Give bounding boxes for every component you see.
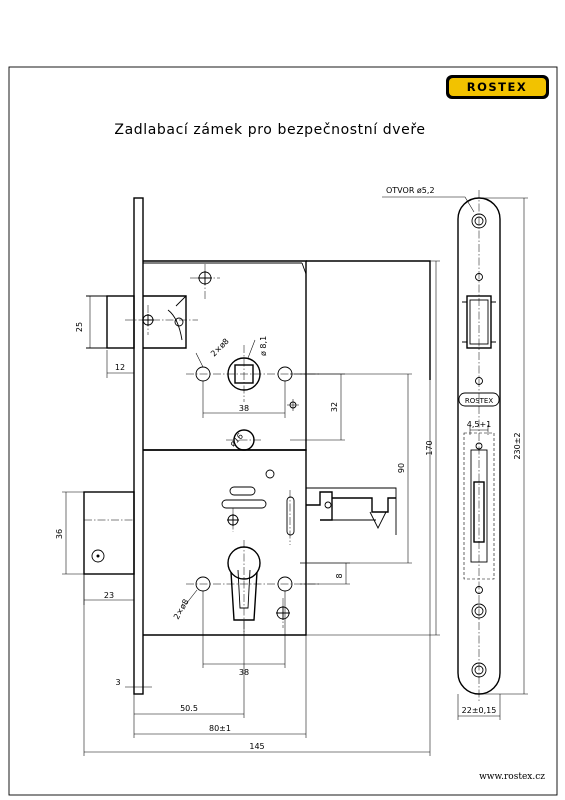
forend-strip: [133, 197, 144, 695]
dim-2x8-bottom: 2×ø8: [172, 598, 191, 621]
dim-16: ø16: [228, 431, 245, 448]
drawing-border: [8, 66, 558, 796]
website: www.rostex.cz: [479, 772, 545, 782]
deadbolt: [83, 491, 135, 575]
dim-3: 3: [115, 678, 120, 687]
dim-38-top: 38: [239, 404, 249, 413]
hole-label: OTVOR ø5,2: [386, 186, 435, 195]
dim-50-5: 50.5: [180, 704, 198, 713]
dim-170: 170: [425, 440, 434, 455]
front-plate: ROSTEX: [457, 190, 501, 702]
dim-90: 90: [397, 463, 406, 473]
dim-80: 80±1: [209, 724, 231, 733]
dim-36: 36: [55, 529, 64, 539]
hole-16: [226, 429, 262, 451]
logo-text: ROSTEX: [467, 80, 527, 94]
dimension-labels: 25 12 36 23 3 50.5 80±1 145 38 38 32 90 …: [55, 186, 522, 751]
lock-side-view: [83, 197, 431, 695]
dim-32: 32: [330, 402, 339, 412]
dim-8: 8: [335, 573, 344, 578]
lock-case-lower: [143, 449, 307, 636]
handle-follower: [186, 345, 320, 411]
drawing-title: Zadlabací zámek pro bezpečnostní dveře: [114, 122, 425, 138]
rostex-logo: ROSTEX: [446, 75, 549, 99]
dim-145: 145: [249, 742, 264, 751]
plate-stamp: ROSTEX: [465, 397, 494, 405]
dim-12: 12: [115, 363, 125, 372]
case-screws: [142, 271, 290, 620]
dim-25: 25: [75, 322, 84, 332]
dim-230: 230±2: [513, 432, 522, 459]
cylinder-hole: [186, 540, 320, 632]
dim-2x8-top: 2×ø8: [209, 337, 231, 359]
dim-22: 22±0,15: [462, 706, 497, 715]
lock-case-upper: [143, 260, 307, 451]
dim-23: 23: [104, 591, 114, 600]
dim-38-bottom: 38: [239, 668, 249, 677]
dimension-lines: [62, 196, 528, 756]
lever-mechanism: [306, 491, 396, 530]
slots: [221, 469, 295, 545]
latch-bolt: [86, 295, 187, 349]
dim-8-1: ø 8,1: [259, 336, 268, 356]
